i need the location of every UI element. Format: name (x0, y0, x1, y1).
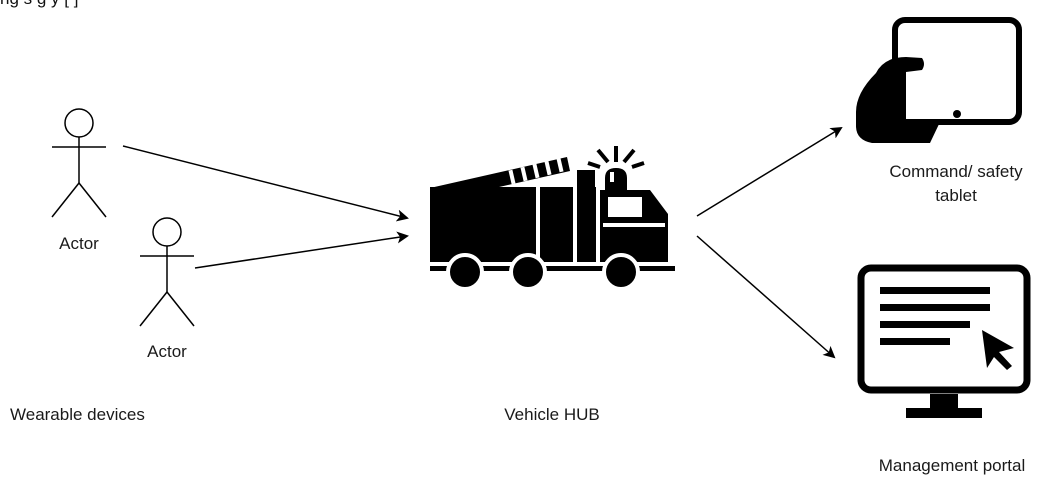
arrow-hub-to-portal (696, 235, 836, 359)
actor-1-person-icon (51, 108, 107, 218)
cropped-header-text: ng s g y [ ] (0, 0, 78, 9)
arrow-actor1-to-hub (122, 145, 409, 222)
actor-2-person-icon (139, 217, 195, 327)
actor-2-label: Actor (147, 342, 187, 361)
arrow-actor2-to-hub (194, 231, 409, 269)
tablet-label-line2: tablet (935, 186, 977, 205)
management-portal-label: Management portal (878, 456, 1026, 475)
wearable-devices-label: Wearable devices (10, 405, 145, 424)
vehicle-hub-label: Vehicle HUB (504, 405, 600, 424)
fire-truck-icon (430, 146, 675, 291)
monitor-cursor-icon (857, 264, 1031, 418)
actor-1-label: Actor (59, 234, 99, 253)
tablet-hand-icon (856, 17, 1022, 143)
arrow-hub-to-tablet (696, 126, 843, 217)
tablet-label-line1: Command/ safety (889, 162, 1023, 181)
